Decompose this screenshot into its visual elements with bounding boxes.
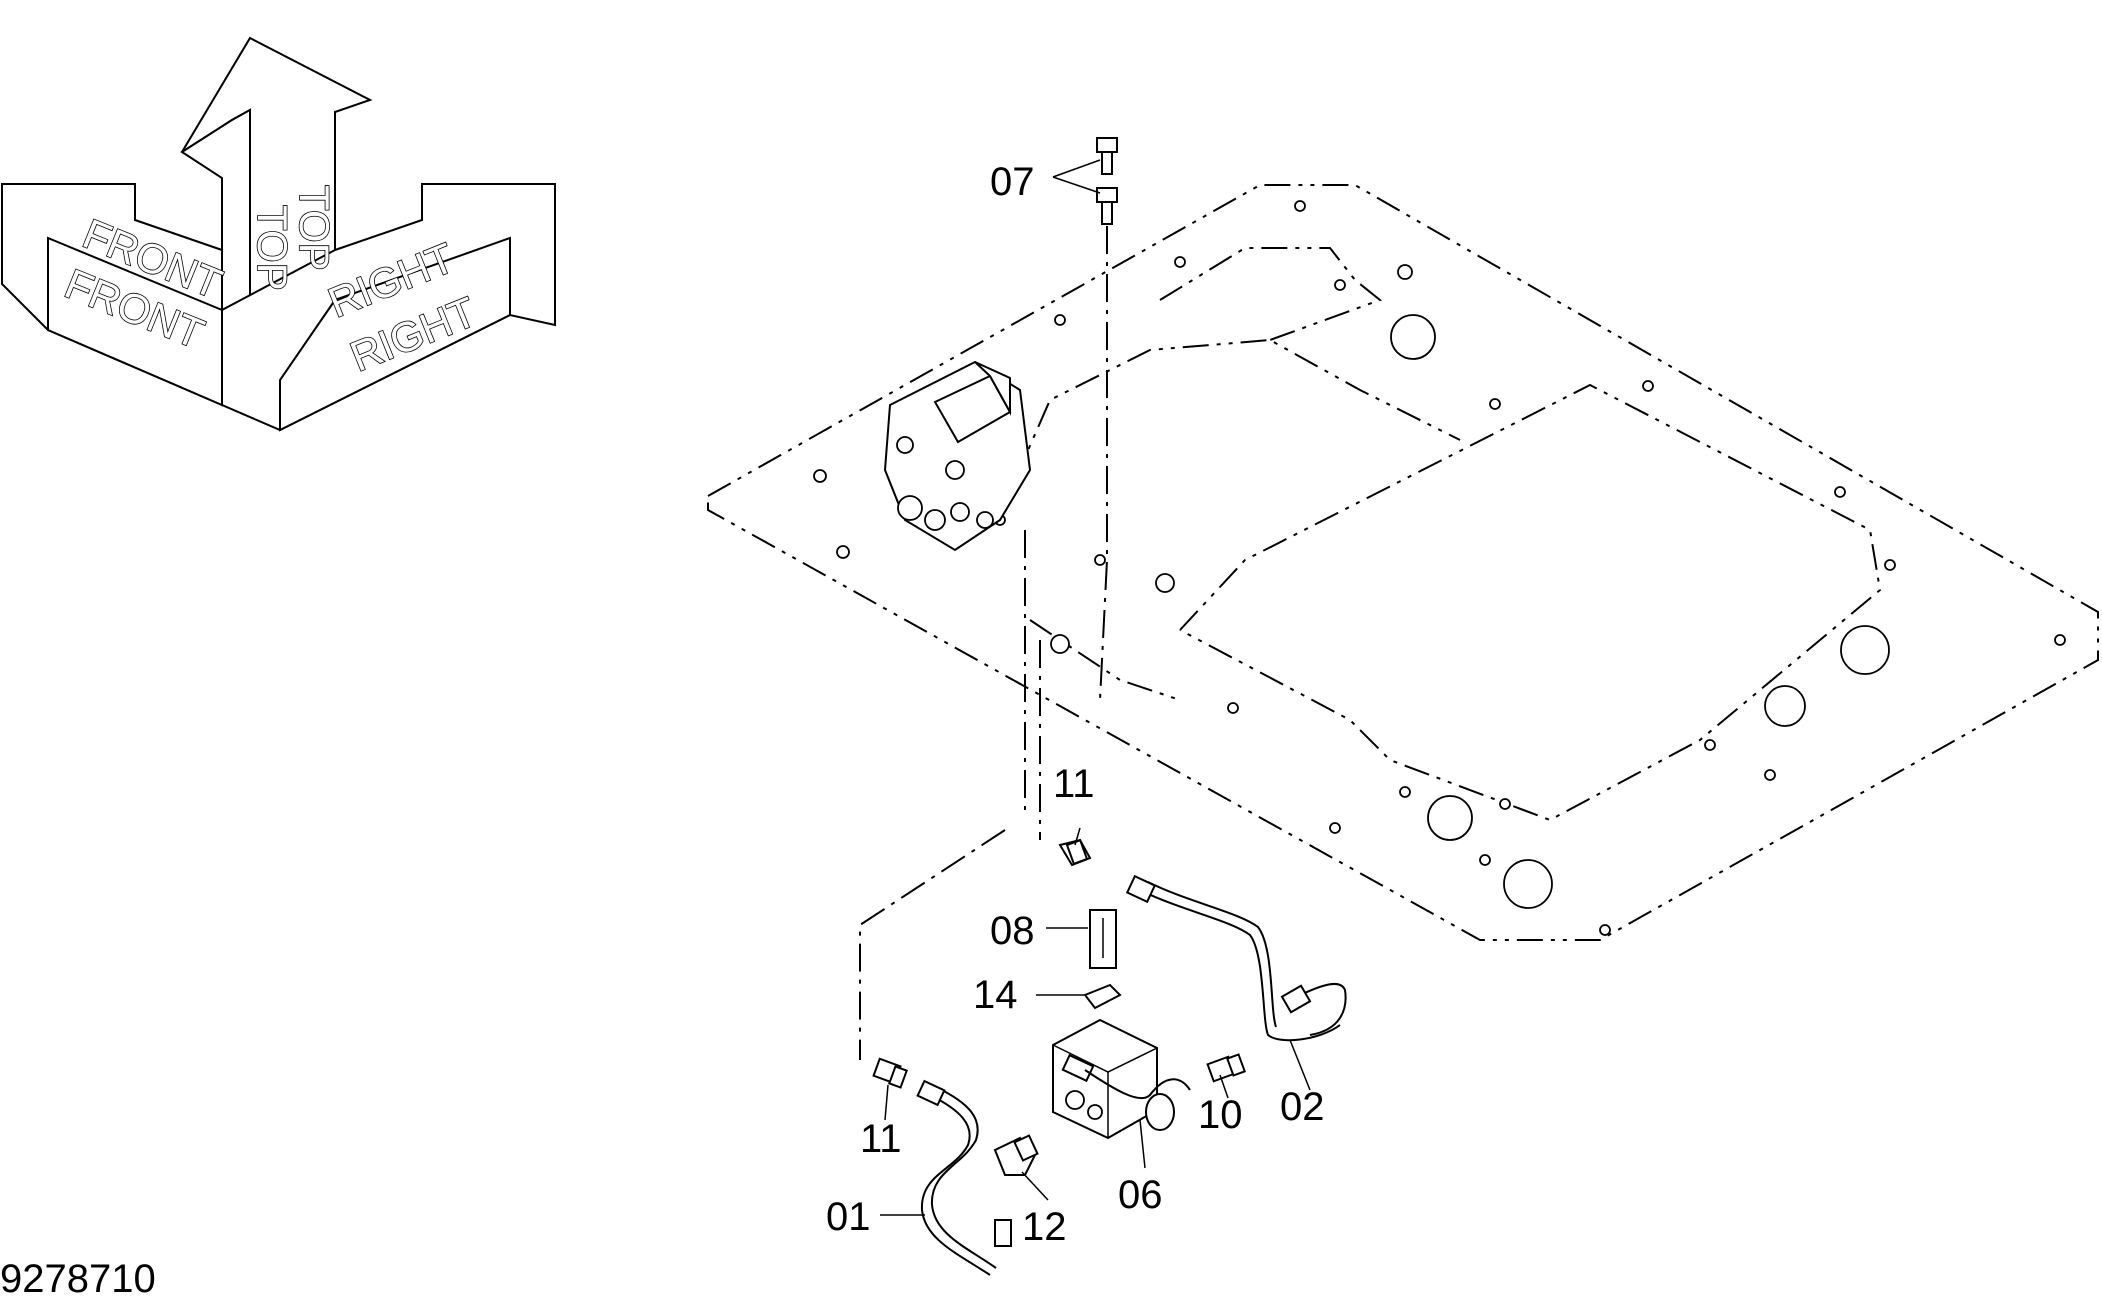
callout-06: 06 <box>1118 1173 1163 1217</box>
bolt-shank-lower <box>1101 201 1113 225</box>
callout-07: 07 <box>990 160 1035 204</box>
bolt-centerline <box>1099 226 1108 701</box>
leader-lines <box>880 159 1311 1216</box>
fitting-11-upper <box>1058 838 1092 867</box>
bolt-shank-upper <box>1101 151 1113 175</box>
hose-02-loop <box>1289 982 1347 1036</box>
hose-01-nut-lower <box>994 1219 1012 1247</box>
elbow-12 <box>993 1134 1039 1176</box>
hose-01-nut-upper <box>916 1079 946 1107</box>
callout-12: 12 <box>1022 1205 1067 1249</box>
callout-11-upper: 11 <box>1053 762 1095 806</box>
route-line-lower <box>859 829 1006 1060</box>
bolt-head-upper <box>1096 137 1118 153</box>
top-label-1: TOP <box>249 205 296 291</box>
callout-10: 10 <box>1198 1093 1243 1137</box>
orientation-indicator: TOP TOP FRONT FRONT RIGHT RIGHT <box>1 36 556 432</box>
pilot-pump-assembly <box>883 360 1032 552</box>
hose-01 <box>920 1094 991 1276</box>
callout-labels: 07 11 08 14 10 02 11 06 01 12 <box>826 160 1325 1249</box>
fitting-11-lower <box>872 1057 908 1089</box>
clip-14 <box>1083 983 1122 1010</box>
plate-holes <box>813 200 2066 936</box>
callout-02: 02 <box>1280 1085 1325 1129</box>
upper-cutout <box>1159 247 1383 341</box>
front-cutout <box>1014 338 1461 481</box>
callout-14: 14 <box>973 973 1018 1017</box>
callout-01: 01 <box>826 1195 871 1239</box>
valve-block-06 <box>1052 1018 1191 1140</box>
main-cutout <box>1179 383 1882 822</box>
hose-02-nut-upper <box>1125 874 1157 904</box>
plate-outline <box>707 184 2099 941</box>
fitting-10 <box>1206 1053 1246 1083</box>
bracket-08 <box>1089 909 1117 969</box>
edge-line <box>1029 619 1181 701</box>
callout-08: 08 <box>990 909 1035 953</box>
hose-02-nut-lower <box>1280 984 1312 1014</box>
bolts-07 <box>1096 137 1118 225</box>
pump-bracket <box>974 361 1011 416</box>
right-arrow-face <box>279 236 511 432</box>
bolt-head-lower <box>1096 187 1118 203</box>
callout-11-lower: 11 <box>860 1117 902 1161</box>
drawing-number: 9278710 <box>0 1257 156 1301</box>
hose-02 <box>1139 889 1341 1042</box>
top-label-2: TOP <box>291 185 338 271</box>
